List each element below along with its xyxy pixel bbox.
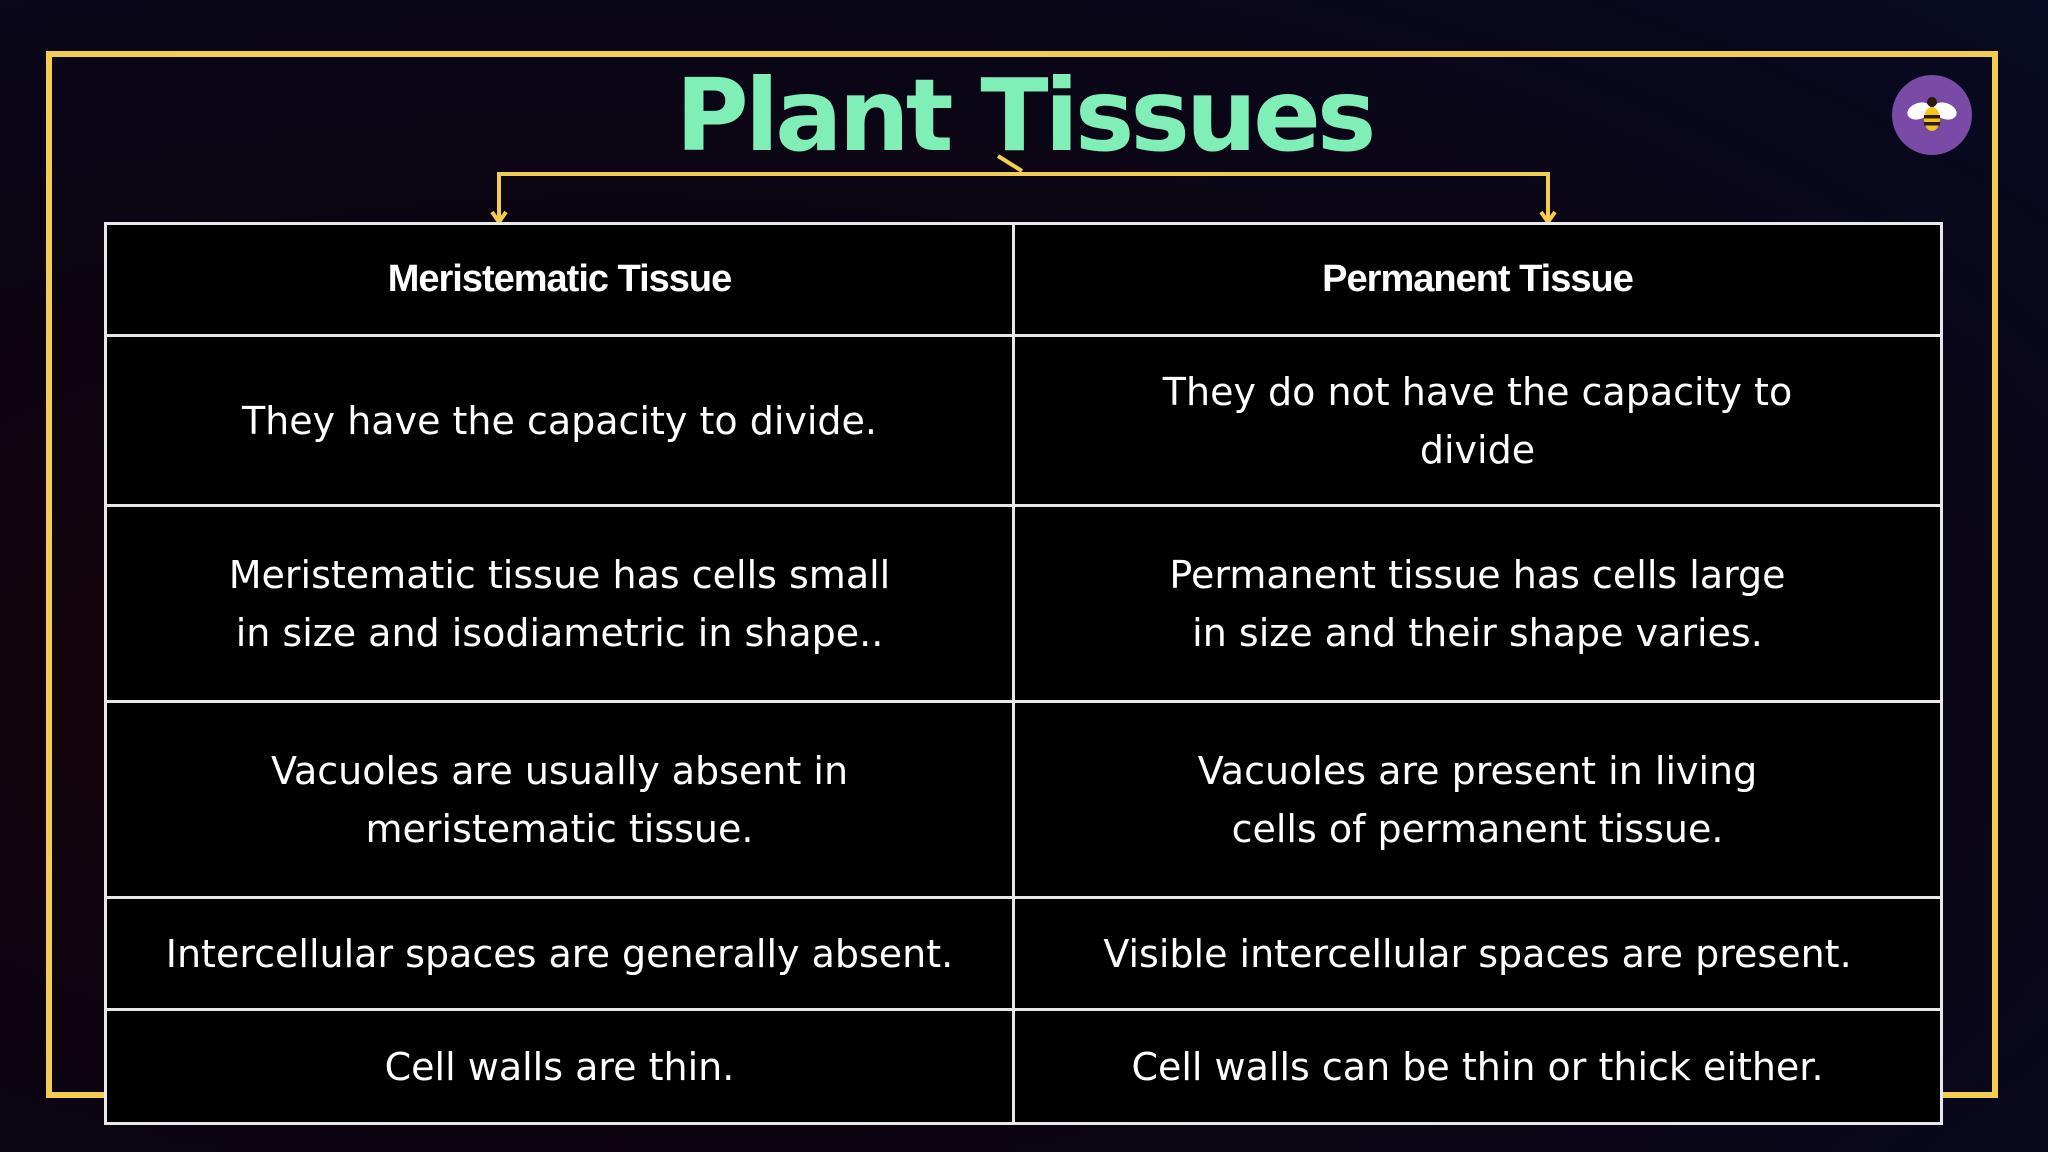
table-header-row: Meristematic Tissue Permanent Tissue — [104, 222, 1943, 337]
cell-meristematic: Vacuoles are usually absent in meristema… — [104, 700, 1015, 899]
table-row: They have the capacity to divide. They d… — [104, 334, 1943, 507]
logo — [1892, 75, 1972, 155]
cell-meristematic: Intercellular spaces are generally absen… — [104, 896, 1015, 1011]
table-row: Meristematic tissue has cells small in s… — [104, 504, 1943, 703]
header-permanent: Permanent Tissue — [1012, 222, 1943, 337]
page-title: Plant Tissues — [675, 57, 1377, 174]
bee-icon — [1907, 97, 1957, 131]
cell-permanent: Visible intercellular spaces are present… — [1012, 896, 1943, 1011]
table-row: Cell walls are thin. Cell walls can be t… — [104, 1008, 1943, 1125]
cell-meristematic: Cell walls are thin. — [104, 1008, 1015, 1125]
table-row: Vacuoles are usually absent in meristema… — [104, 700, 1943, 899]
header-meristematic: Meristematic Tissue — [104, 222, 1015, 337]
cell-permanent: Permanent tissue has cells large in size… — [1012, 504, 1943, 703]
cell-permanent: They do not have the capacity to divide — [1012, 334, 1943, 507]
cell-meristematic: They have the capacity to divide. — [104, 334, 1015, 507]
cell-meristematic: Meristematic tissue has cells small in s… — [104, 504, 1015, 703]
cell-permanent: Vacuoles are present in living cells of … — [1012, 700, 1943, 899]
table-row: Intercellular spaces are generally absen… — [104, 896, 1943, 1011]
comparison-table: Meristematic Tissue Permanent Tissue The… — [104, 222, 1943, 1125]
cell-permanent: Cell walls can be thin or thick either. — [1012, 1008, 1943, 1125]
